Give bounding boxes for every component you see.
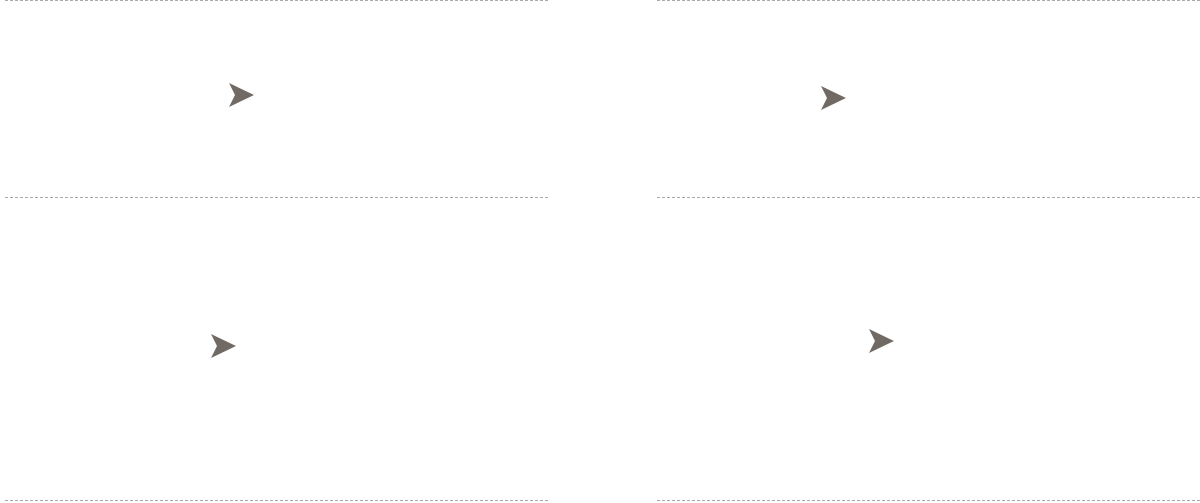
divider-top-right	[657, 0, 1200, 1]
play-arrow-icon[interactable]	[209, 333, 237, 359]
play-arrow-icon[interactable]	[867, 328, 895, 354]
divider-bottom-right	[657, 500, 1200, 501]
panel-bottom-right	[657, 198, 1200, 500]
divider-bottom-left	[5, 500, 548, 501]
panel-top-left	[5, 1, 548, 197]
panel-top-right	[657, 1, 1200, 197]
divider-middle-right	[657, 197, 1200, 198]
play-arrow-icon[interactable]	[819, 85, 847, 111]
divider-top-left	[5, 0, 548, 1]
divider-middle-left	[5, 197, 548, 198]
panel-bottom-left	[5, 198, 548, 500]
play-arrow-icon[interactable]	[227, 82, 255, 108]
